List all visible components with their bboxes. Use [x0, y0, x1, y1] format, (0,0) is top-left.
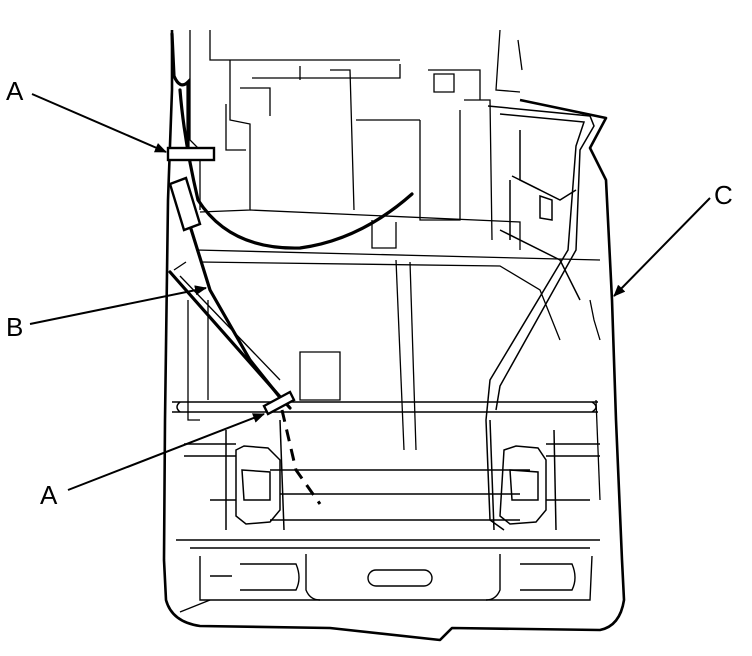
harness-clip-bottom [262, 390, 296, 416]
seat-track-left [225, 419, 285, 531]
callout-label-a-bottom: A [40, 480, 58, 510]
cushion-frame [173, 249, 601, 501]
right-frame-tube [485, 105, 595, 531]
lower-frame-tubes [172, 401, 600, 521]
callout-label-c: C [714, 180, 733, 210]
front-pan [176, 539, 600, 613]
seat-back-frame [189, 29, 523, 250]
leader-lines [29, 93, 711, 491]
seat-track-right [489, 419, 557, 531]
callout-label-a-top: A [6, 76, 24, 106]
harness-connector [168, 176, 202, 232]
seat-outer-outline [162, 30, 626, 642]
harness-clip-top [166, 146, 216, 162]
callout-label-b: B [6, 312, 24, 342]
wire-harness-b [168, 32, 414, 410]
wire-harness-dashed [280, 409, 322, 505]
